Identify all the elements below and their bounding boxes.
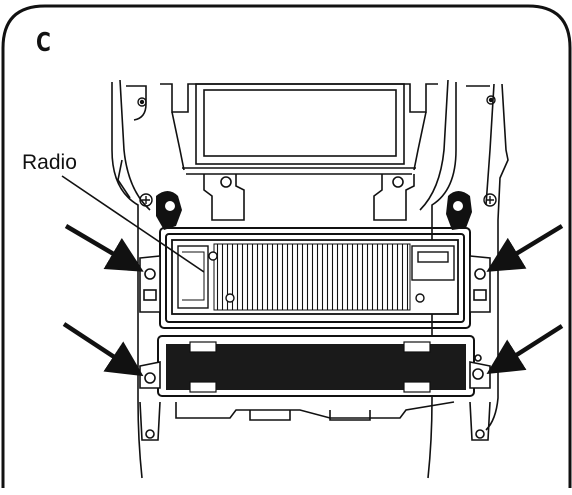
bracket-left — [203, 174, 245, 221]
mount-post-left — [156, 191, 182, 230]
screw-top-right — [486, 95, 496, 105]
tab-lower-left — [139, 361, 161, 389]
mount-post-right — [446, 191, 472, 230]
arrow-lower-left — [62, 322, 144, 377]
radio-label: Radio — [22, 151, 77, 174]
screw-top-left — [137, 97, 147, 107]
step-letter: C — [36, 28, 51, 58]
tab-left — [139, 255, 161, 313]
arrow-upper-right — [486, 224, 564, 272]
radio-leader-line — [61, 175, 205, 273]
screw-side-right — [483, 193, 497, 207]
arrow-lower-right — [486, 324, 564, 375]
display-housing — [160, 83, 438, 175]
tab-right — [469, 255, 491, 313]
frame-border — [1, 4, 572, 488]
arrow-upper-left — [64, 224, 144, 272]
arrows — [62, 224, 564, 377]
lower-pocket — [157, 335, 475, 397]
screw-side-left — [139, 193, 153, 207]
bottom-legs — [139, 401, 491, 441]
radio-unit — [171, 239, 459, 315]
bracket-right — [373, 174, 415, 221]
tab-lower-right — [469, 354, 491, 389]
